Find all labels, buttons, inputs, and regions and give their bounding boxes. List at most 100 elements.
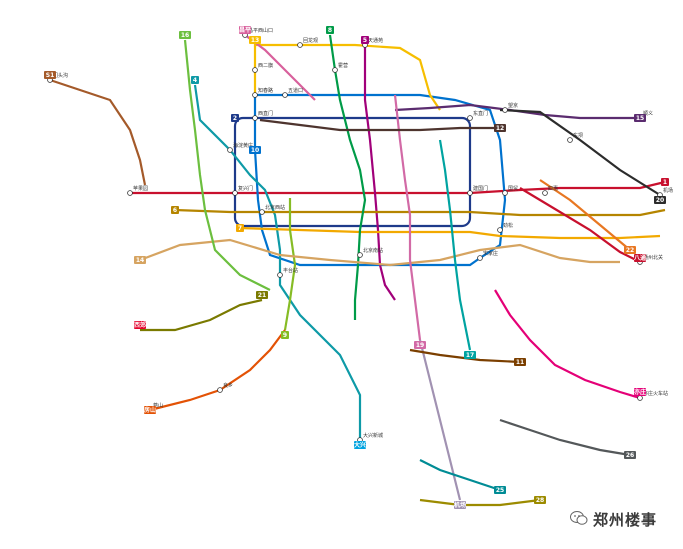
line-badge-bg xyxy=(231,114,239,122)
station-marker[interactable] xyxy=(127,190,133,196)
station-marker[interactable] xyxy=(567,137,573,143)
station-xierqi[interactable]: 西二旗 xyxy=(252,62,273,73)
line-badge-l14[interactable]: 14 xyxy=(134,256,146,264)
station-marker[interactable] xyxy=(467,115,473,121)
line-badge-l25[interactable]: 25 xyxy=(494,486,506,494)
station-haidian[interactable]: 海淀黄庄 xyxy=(227,142,253,153)
station-daxing[interactable]: 大兴新城 xyxy=(357,432,383,443)
station-liangxiang[interactable]: 良乡 xyxy=(217,382,233,393)
line-16-path xyxy=(183,39,271,291)
line-fangshan-path xyxy=(149,329,286,412)
line-badge-label: 亦庄 xyxy=(634,388,646,396)
station-beijingnan[interactable]: 北京南站 xyxy=(357,247,383,258)
station-label: 北京南站 xyxy=(363,247,383,254)
station-marker[interactable] xyxy=(477,255,483,261)
line-badge-label: 28 xyxy=(536,497,544,504)
line-badge-cp[interactable]: 昌平 xyxy=(239,26,251,34)
line-badge-label: 12 xyxy=(496,125,504,132)
station-zhichunlu[interactable]: 知春路 xyxy=(252,87,273,98)
line-badge-l8[interactable]: 8 xyxy=(326,26,334,34)
line-badge-xj[interactable]: 西郊 xyxy=(134,321,146,329)
station-sihui[interactable]: 四惠 xyxy=(542,185,558,196)
line-badge-l7[interactable]: 7 xyxy=(236,224,244,232)
line-badge-l21[interactable]: 21 xyxy=(256,291,268,299)
line-badge-s1[interactable]: S1 xyxy=(44,71,56,79)
station-marker[interactable] xyxy=(497,227,503,233)
station-guomao[interactable]: 国贸 xyxy=(502,185,518,196)
line-badge-l20[interactable]: 20 xyxy=(654,196,666,204)
station-huoying[interactable]: 霍营 xyxy=(332,62,348,73)
line-badge-l11[interactable]: 11 xyxy=(514,358,526,366)
line-28-path xyxy=(419,498,541,507)
line-badge-l17[interactable]: 17 xyxy=(464,351,476,359)
line-badge-l19[interactable]: 19 xyxy=(414,341,426,349)
station-beijingxi[interactable]: 北京西站 xyxy=(259,204,285,215)
line-badge-l26[interactable]: 26 xyxy=(624,451,636,459)
station-marker[interactable] xyxy=(467,190,473,196)
station-marker[interactable] xyxy=(542,190,548,196)
line-badge-l28[interactable]: 28 xyxy=(534,496,546,504)
line-15-path xyxy=(394,103,640,120)
line-badges-layer: 1245678910131415161719八通昌平房山亦庄S1西郊大兴机场11… xyxy=(44,26,669,509)
line-badge-l10[interactable]: 10 xyxy=(249,146,261,154)
station-airport[interactable]: 机场 xyxy=(657,187,673,198)
line-badge-l9[interactable]: 9 xyxy=(281,331,289,339)
station-marker[interactable] xyxy=(232,190,238,196)
station-marker[interactable] xyxy=(252,92,258,98)
line-badge-l12[interactable]: 12 xyxy=(494,124,506,132)
station-marker[interactable] xyxy=(252,67,258,73)
station-wudaokou[interactable]: 五道口 xyxy=(282,87,303,98)
station-marker[interactable] xyxy=(227,147,233,153)
line-badge-label: 4 xyxy=(193,77,197,84)
line-14-path xyxy=(139,238,620,267)
station-marker[interactable] xyxy=(277,272,283,278)
station-jinsong[interactable]: 劲松 xyxy=(497,222,513,233)
line-badge-label: 15 xyxy=(636,115,644,122)
line-badge-label: 19 xyxy=(416,342,424,349)
station-marker[interactable] xyxy=(637,395,643,401)
line-badge-l16[interactable]: 16 xyxy=(179,31,191,39)
line-badge-yz[interactable]: 亦庄 xyxy=(634,388,646,396)
line-badge-bt[interactable]: 八通 xyxy=(633,254,646,262)
line-badge-l22[interactable]: 22 xyxy=(624,246,636,254)
line-badge-l13[interactable]: 13 xyxy=(249,36,261,44)
station-huilongguan[interactable]: 回龙观 xyxy=(297,37,318,48)
station-wangjing[interactable]: 望京 xyxy=(502,102,518,113)
station-label: 霍营 xyxy=(338,62,348,69)
station-marker[interactable] xyxy=(282,92,288,98)
station-dongzhimen[interactable]: 东直门 xyxy=(467,110,488,121)
line-badge-l2[interactable]: 2 xyxy=(231,114,239,122)
station-marker[interactable] xyxy=(217,387,223,393)
station-songjiazhuang[interactable]: 宋家庄 xyxy=(477,250,498,261)
line-badge-bg xyxy=(191,76,199,84)
station-marker[interactable] xyxy=(297,42,303,48)
line-badge-dx[interactable]: 大兴 xyxy=(354,441,366,449)
line-badge-l5[interactable]: 5 xyxy=(361,36,369,44)
station-label: 昌平西山口 xyxy=(248,27,273,34)
station-marker[interactable] xyxy=(252,115,258,121)
station-jianguomen[interactable]: 建国门 xyxy=(467,185,488,196)
station-marker[interactable] xyxy=(502,107,508,113)
line-badge-l6[interactable]: 6 xyxy=(171,206,179,214)
station-fengtai[interactable]: 丰台站 xyxy=(277,267,298,278)
station-marker[interactable] xyxy=(259,209,265,215)
line-badge-fs[interactable]: 房山 xyxy=(144,406,156,414)
line-badge-l1[interactable]: 1 xyxy=(661,178,669,186)
station-yizhuang[interactable]: 亦庄火车站 xyxy=(637,390,668,401)
line-badge-l15[interactable]: 15 xyxy=(634,114,646,122)
line-changping-path xyxy=(244,34,316,101)
station-pingguoyuan[interactable]: 苹果园 xyxy=(127,185,148,196)
station-dongba[interactable]: 东坝 xyxy=(567,132,583,143)
station-marker[interactable] xyxy=(357,252,363,258)
station-xizhimen[interactable]: 西直门 xyxy=(252,110,273,121)
station-fuxingmen[interactable]: 复兴门 xyxy=(232,185,253,196)
station-marker[interactable] xyxy=(332,67,338,73)
station-marker[interactable] xyxy=(502,190,508,196)
line-13-path xyxy=(253,43,441,111)
station-label: 劲松 xyxy=(503,222,513,229)
line-badge-bg xyxy=(249,146,261,154)
line-badge-bg xyxy=(464,351,476,359)
line-badge-ap[interactable]: 机场 xyxy=(454,501,466,509)
line-badge-l4[interactable]: 4 xyxy=(191,76,199,84)
